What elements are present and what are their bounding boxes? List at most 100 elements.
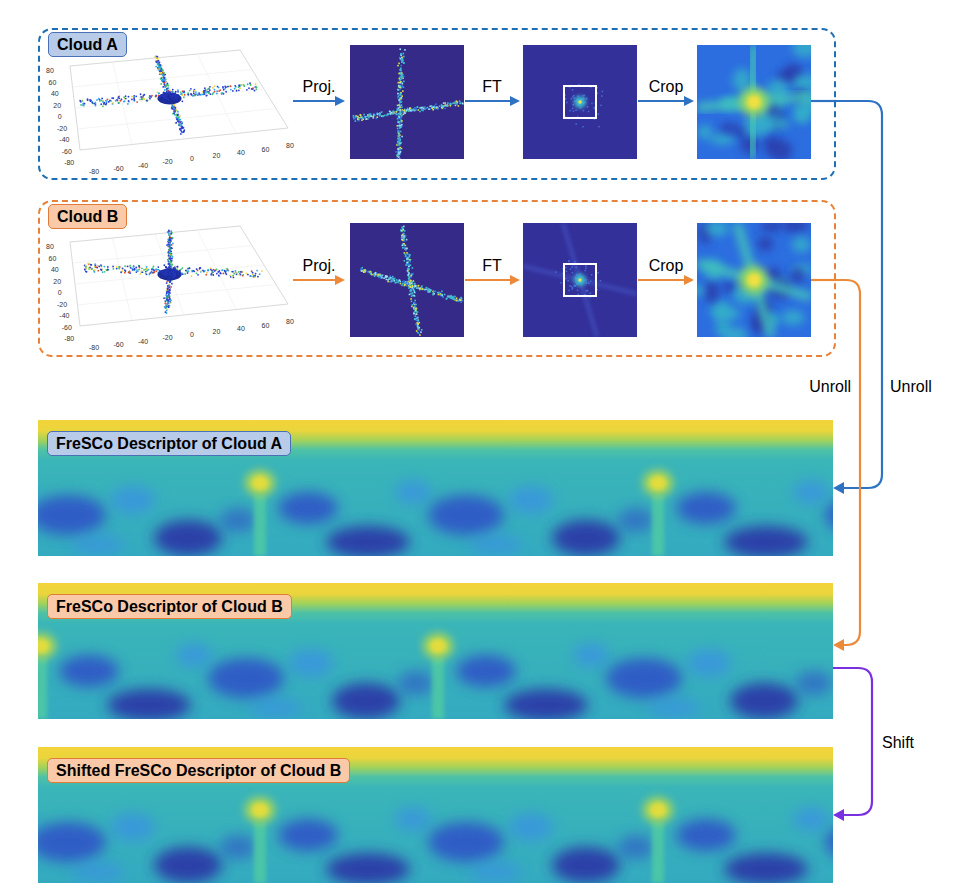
- projection-pixel: [398, 132, 400, 134]
- projection-pixel: [408, 287, 410, 289]
- projection-pixel: [397, 121, 399, 123]
- cloud-center: [158, 93, 182, 105]
- cloud-point: [180, 123, 182, 125]
- cloud-point: [208, 92, 210, 94]
- cloud-point: [168, 241, 170, 243]
- projection-pixel: [442, 106, 444, 108]
- cloud-point: [254, 86, 256, 88]
- cloud-point: [124, 272, 126, 274]
- cloud-point: [134, 269, 136, 271]
- projection-pixel: [438, 294, 440, 296]
- cloud-point: [183, 91, 185, 93]
- cloud-point: [95, 264, 97, 266]
- cloud-point: [172, 256, 174, 258]
- cloud-point: [238, 271, 240, 273]
- cloud-point: [184, 94, 186, 96]
- cloud-point: [162, 94, 164, 96]
- projection-pixel: [409, 275, 411, 277]
- cloud-point: [91, 268, 93, 270]
- projection-pixel: [385, 275, 387, 277]
- cloud-point: [185, 269, 187, 271]
- cloud-point: [143, 95, 145, 97]
- projection-pixel: [390, 279, 392, 281]
- projection-pixel: [386, 276, 388, 278]
- projection-pixel: [417, 106, 419, 108]
- projection-pixel: [365, 270, 367, 272]
- projection-pixel: [421, 108, 423, 110]
- cloud-point: [112, 268, 114, 270]
- projection-pixel: [398, 149, 400, 151]
- projection-pixel: [424, 289, 426, 291]
- projection-pixel: [433, 106, 435, 108]
- projection-pixel: [408, 110, 410, 112]
- cloud-point: [157, 63, 159, 65]
- projection-pixel: [413, 312, 415, 314]
- cloud-point: [170, 271, 172, 273]
- projection-pixel: [393, 112, 395, 114]
- cloud-point: [218, 275, 220, 277]
- cloud-point: [179, 124, 181, 126]
- cloud-point: [162, 70, 164, 72]
- cloud-point: [171, 95, 173, 97]
- projection-pixel: [403, 285, 405, 287]
- projection-pixel: [400, 97, 402, 99]
- cloud-point: [167, 231, 169, 233]
- projection-pixel: [410, 110, 412, 112]
- cloud-point: [169, 94, 171, 96]
- cloud-point: [168, 241, 170, 243]
- cloud-point: [140, 98, 142, 100]
- projection-pixel: [377, 275, 379, 277]
- cloud-point: [257, 276, 259, 278]
- projection-pixel: [396, 125, 398, 127]
- cloud-point: [196, 268, 198, 270]
- cloud-point: [143, 94, 145, 96]
- cloud-point: [252, 274, 254, 276]
- cloud-point: [234, 270, 236, 272]
- cloud-point: [149, 98, 151, 100]
- projection-pixel: [421, 107, 423, 109]
- cloud-point: [174, 109, 176, 111]
- projection-pixel: [408, 266, 410, 268]
- projection-pixel: [406, 110, 408, 112]
- cloud-point: [83, 102, 85, 104]
- projection-pixel: [414, 295, 416, 297]
- projection-pixel: [408, 272, 410, 274]
- projection-pixel: [402, 237, 404, 239]
- projection-pixel: [353, 115, 355, 117]
- cloud-point: [180, 274, 182, 276]
- projection-pixel: [452, 297, 454, 299]
- projection-pixel: [399, 127, 401, 129]
- cloud-point: [172, 91, 174, 93]
- cloud-point: [174, 110, 176, 112]
- projection-pixel: [407, 270, 409, 272]
- cloud-point: [243, 85, 245, 87]
- projection-pixel: [415, 313, 417, 315]
- cloud-point: [171, 247, 173, 249]
- cloud-point: [166, 84, 168, 86]
- projection-pixel: [397, 142, 399, 144]
- cloud-point: [141, 267, 143, 269]
- projection-pixel: [363, 269, 365, 271]
- projection-pixel: [399, 48, 401, 50]
- projection-pixel: [373, 116, 375, 118]
- cloud-point: [183, 96, 185, 98]
- projection-pixel: [398, 114, 400, 116]
- projection-pixel: [448, 296, 450, 298]
- projection-pixel: [444, 294, 446, 296]
- cloud-point: [130, 267, 132, 269]
- cloud-point: [196, 272, 198, 274]
- projection-pixel: [442, 107, 444, 109]
- projection-pixel: [370, 273, 372, 275]
- cloud-point: [160, 70, 162, 72]
- projection-pixel: [401, 121, 403, 123]
- projection-pixel: [367, 272, 369, 274]
- cloud-point: [112, 103, 114, 105]
- cloud-point: [132, 269, 134, 271]
- projection-pixel: [381, 275, 383, 277]
- projection-pixel: [415, 315, 417, 317]
- projection-pixel: [434, 105, 436, 107]
- cloud-point: [105, 104, 107, 106]
- cloud-point: [169, 266, 171, 268]
- cloud-point: [169, 301, 171, 303]
- projection-pixel: [454, 296, 456, 298]
